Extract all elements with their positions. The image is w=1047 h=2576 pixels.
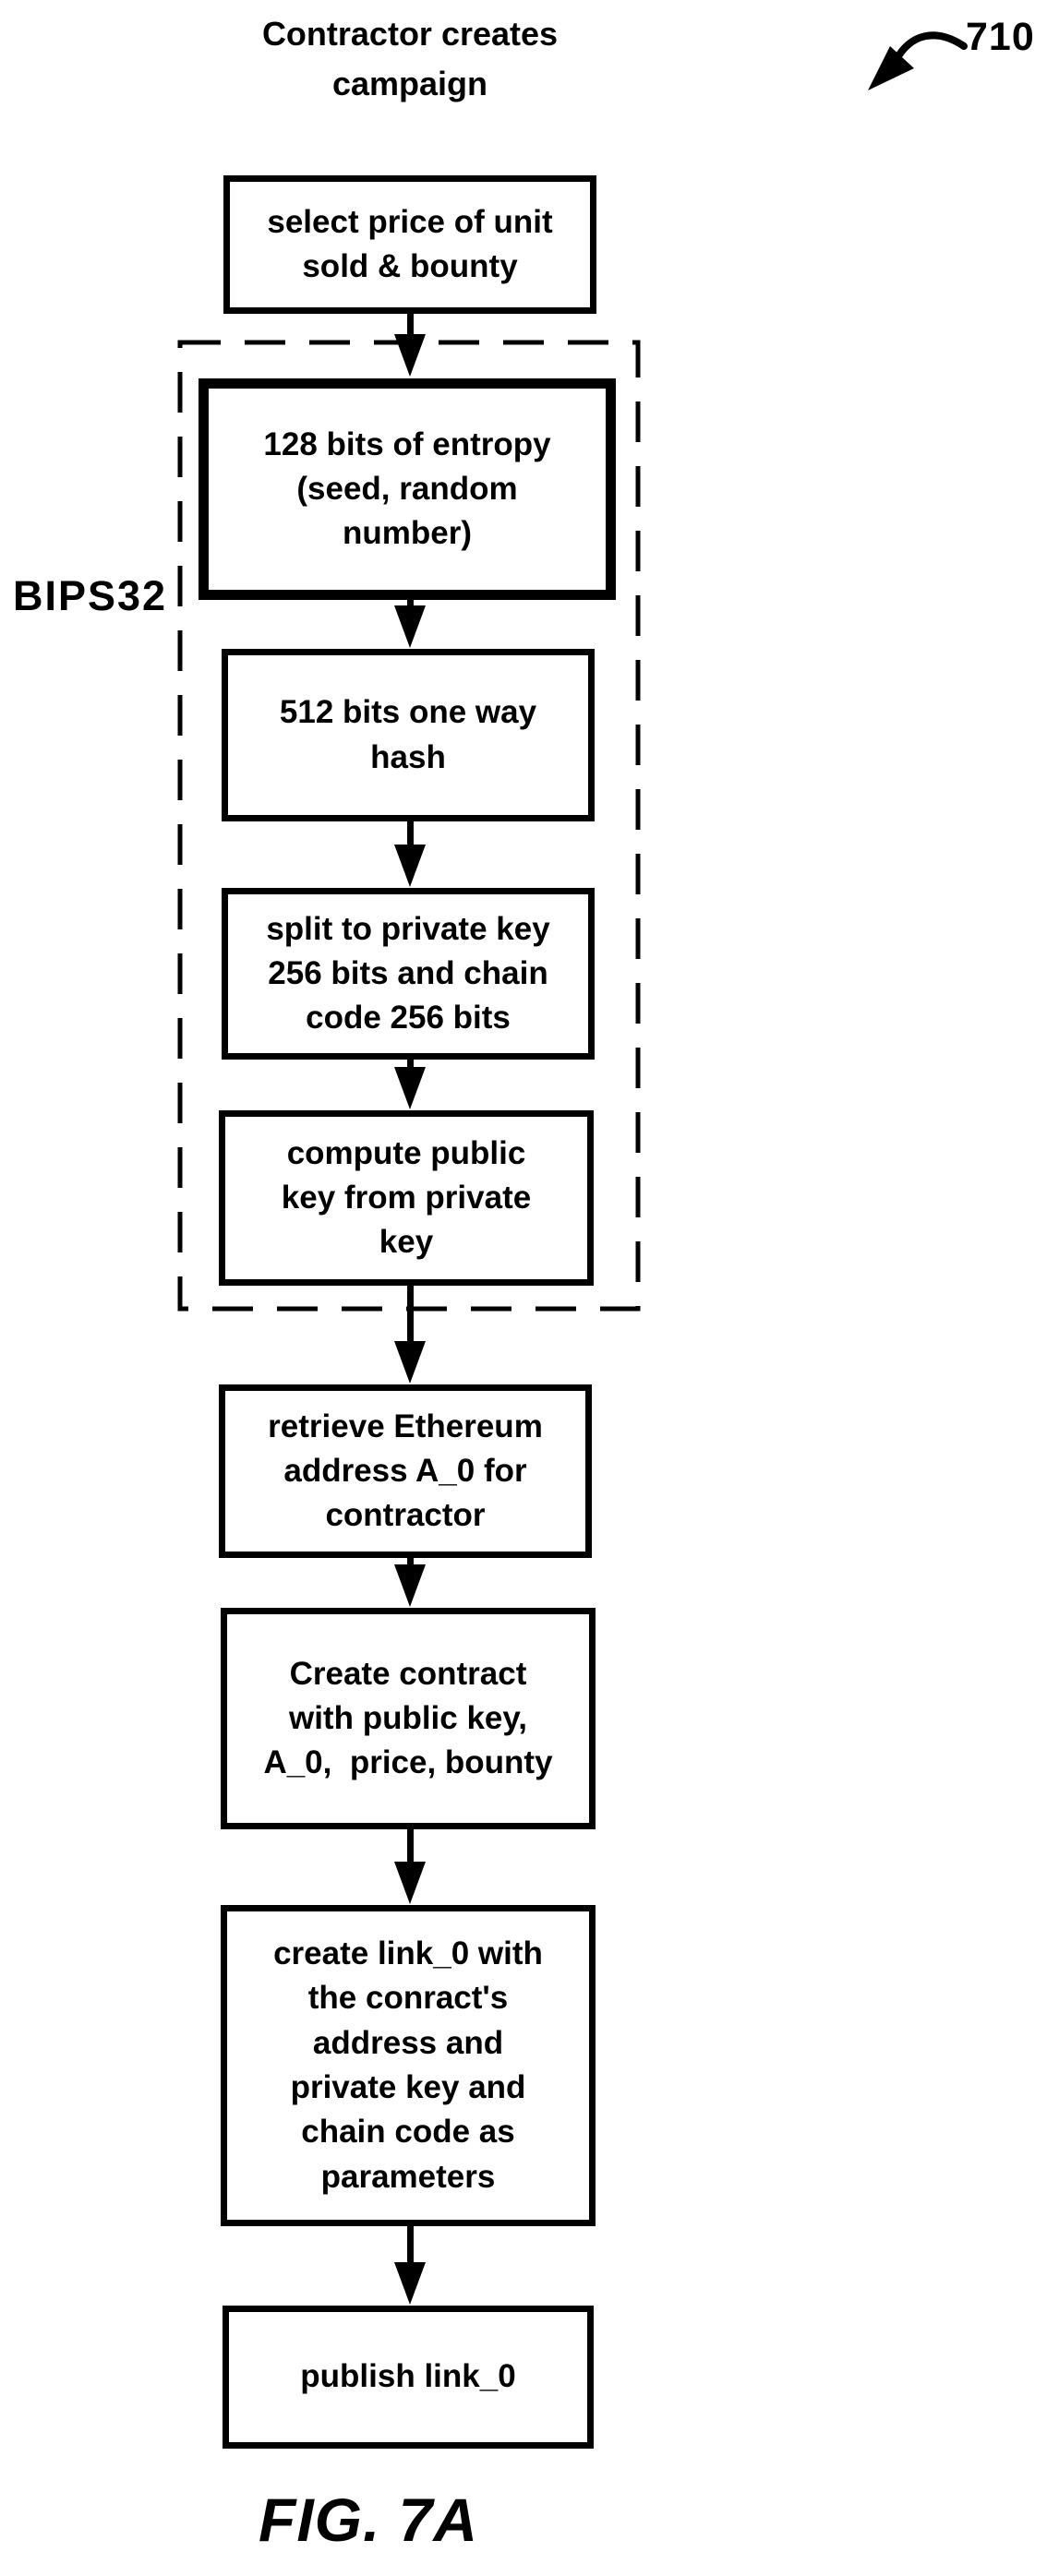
step-entropy-box: 128 bits of entropy (seed, random number… [199, 378, 616, 600]
step-create-link-box: create link_0 with the conract's address… [221, 1905, 596, 2226]
step-text-line: key from private [281, 1179, 532, 1216]
flow-arrow-icon [394, 821, 426, 887]
flow-title-line: Contractor creates [261, 15, 559, 53]
bips32-label: BIPS32 [13, 572, 168, 619]
step-text-line: chain code as [301, 2114, 515, 2151]
figure-caption: FIG. 7A [259, 2486, 479, 2554]
step-text-line: key [379, 1224, 434, 1261]
step-text-line: the conract's [307, 1980, 509, 2017]
step-text-line: number) [343, 515, 472, 552]
step-text-line: Create contract [289, 1655, 527, 1692]
step-text-line: retrieve Ethereum [268, 1408, 543, 1444]
step-text-line: contractor [325, 1497, 486, 1534]
step-text-line: address and [312, 2024, 504, 2061]
flow-arrow-icon [394, 1828, 426, 1904]
step-retrieve-address-box: retrieve Ethereum address A_0 for contra… [219, 1384, 592, 1558]
flow-arrow-icon [394, 1557, 426, 1607]
step-text-line: 128 bits of entropy [263, 425, 551, 462]
step-text-line: with public key, [288, 1699, 527, 1736]
flow-arrow-icon [394, 1059, 426, 1109]
step-compute-public-key-box: compute public key from private key [219, 1110, 594, 1286]
step-text-line: hash [370, 738, 446, 775]
flow-arrow-icon [394, 598, 426, 648]
flow-arrow-icon [394, 2225, 426, 2305]
step-text-line: sold & bounty [302, 248, 518, 284]
step-create-contract-box: Create contract with public key, A_0, pr… [221, 1608, 596, 1829]
step-text-line: parameters [320, 2158, 496, 2195]
step-text-line: publish link_0 [300, 2358, 516, 2395]
flow-arrow-icon [394, 1285, 426, 1384]
step-text-line: 512 bits one way [279, 694, 537, 731]
step-text-line: code 256 bits [306, 1000, 511, 1036]
reference-number: 710 [966, 15, 1035, 59]
step-one-way-hash-box: 512 bits one way hash [222, 649, 595, 821]
step-text-line: split to private key [266, 910, 550, 947]
step-text-line: (seed, random [296, 470, 518, 507]
flow-title-line: campaign [331, 65, 488, 102]
step-text-line: compute public [286, 1134, 526, 1171]
step-split-key-box: split to private key 256 bits and chain … [222, 888, 595, 1060]
flow-arrow-icon [394, 314, 426, 377]
step-select-price-box: select price of unit sold & bounty [223, 175, 596, 314]
step-text-line: private key and [290, 2069, 526, 2105]
flow-title: Contractor creates campaign [179, 9, 641, 109]
step-publish-link-box: publish link_0 [223, 2306, 594, 2449]
reference-pointer-icon [868, 31, 968, 90]
step-text-line: select price of unit [267, 203, 553, 240]
step-text-line: create link_0 with [273, 1935, 543, 1972]
step-text-line: A_0, price, bounty [263, 1744, 553, 1781]
step-text-line: 256 bits and chain [268, 954, 548, 991]
step-text-line: address A_0 for [283, 1452, 527, 1489]
